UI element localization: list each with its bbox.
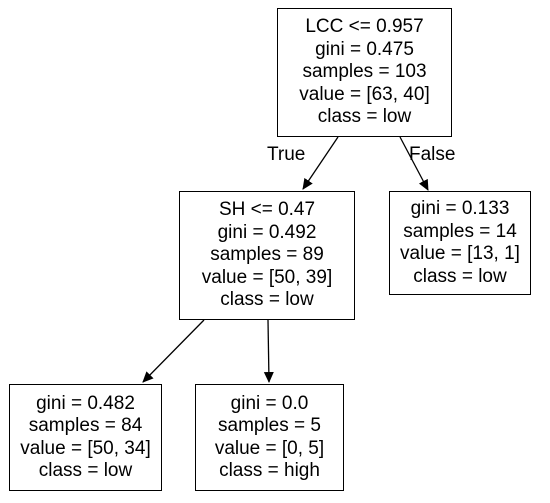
root-samples: samples = 103 [302,61,427,83]
left-right-leaf-node: gini = 0.0 samples = 5 value = [0, 5] cl… [195,384,344,491]
left-right-samples: samples = 5 [218,415,321,436]
left-samples: samples = 89 [210,244,324,266]
left-left-class: class = low [38,460,133,481]
left-right-class: class = high [219,460,320,481]
edge-root-to-right [399,136,429,191]
left-value: value = [50, 39] [201,266,333,288]
right-class: class = low [413,265,507,287]
true-edge-label: True [267,144,306,165]
root-value: value = [63, 40] [299,83,430,105]
root-class: class = low [317,106,412,128]
root-gini: gini = 0.475 [315,38,414,60]
left-node: SH <= 0.47 gini = 0.492 samples = 89 val… [179,191,355,320]
left-class: class = low [220,289,314,311]
root-split-condition: LCC <= 0.957 [305,16,424,38]
left-left-leaf-node: gini = 0.482 samples = 84 value = [50, 3… [9,384,162,491]
edge-root-to-left [302,136,339,190]
right-samples: samples = 14 [403,220,517,242]
right-gini: gini = 0.133 [410,198,510,219]
left-left-gini: gini = 0.482 [36,392,135,414]
root-node: LCC <= 0.957 gini = 0.475 samples = 103 … [277,8,452,137]
left-left-samples: samples = 84 [28,415,143,436]
left-right-value: value = [0, 5] [214,437,325,459]
left-split-condition: SH <= 0.47 [218,199,316,221]
edge-left-to-left-left [142,319,205,383]
left-left-value: value = [50, 34] [20,437,151,459]
left-gini: gini = 0.492 [217,221,317,243]
edge-left-to-left-right [263,319,274,383]
right-leaf-node: gini = 0.133 samples = 14 value = [13, 1… [389,191,531,295]
false-edge-label: False [409,144,456,165]
right-value: value = [13, 1] [400,243,520,264]
left-right-gini: gini = 0.0 [230,392,309,414]
